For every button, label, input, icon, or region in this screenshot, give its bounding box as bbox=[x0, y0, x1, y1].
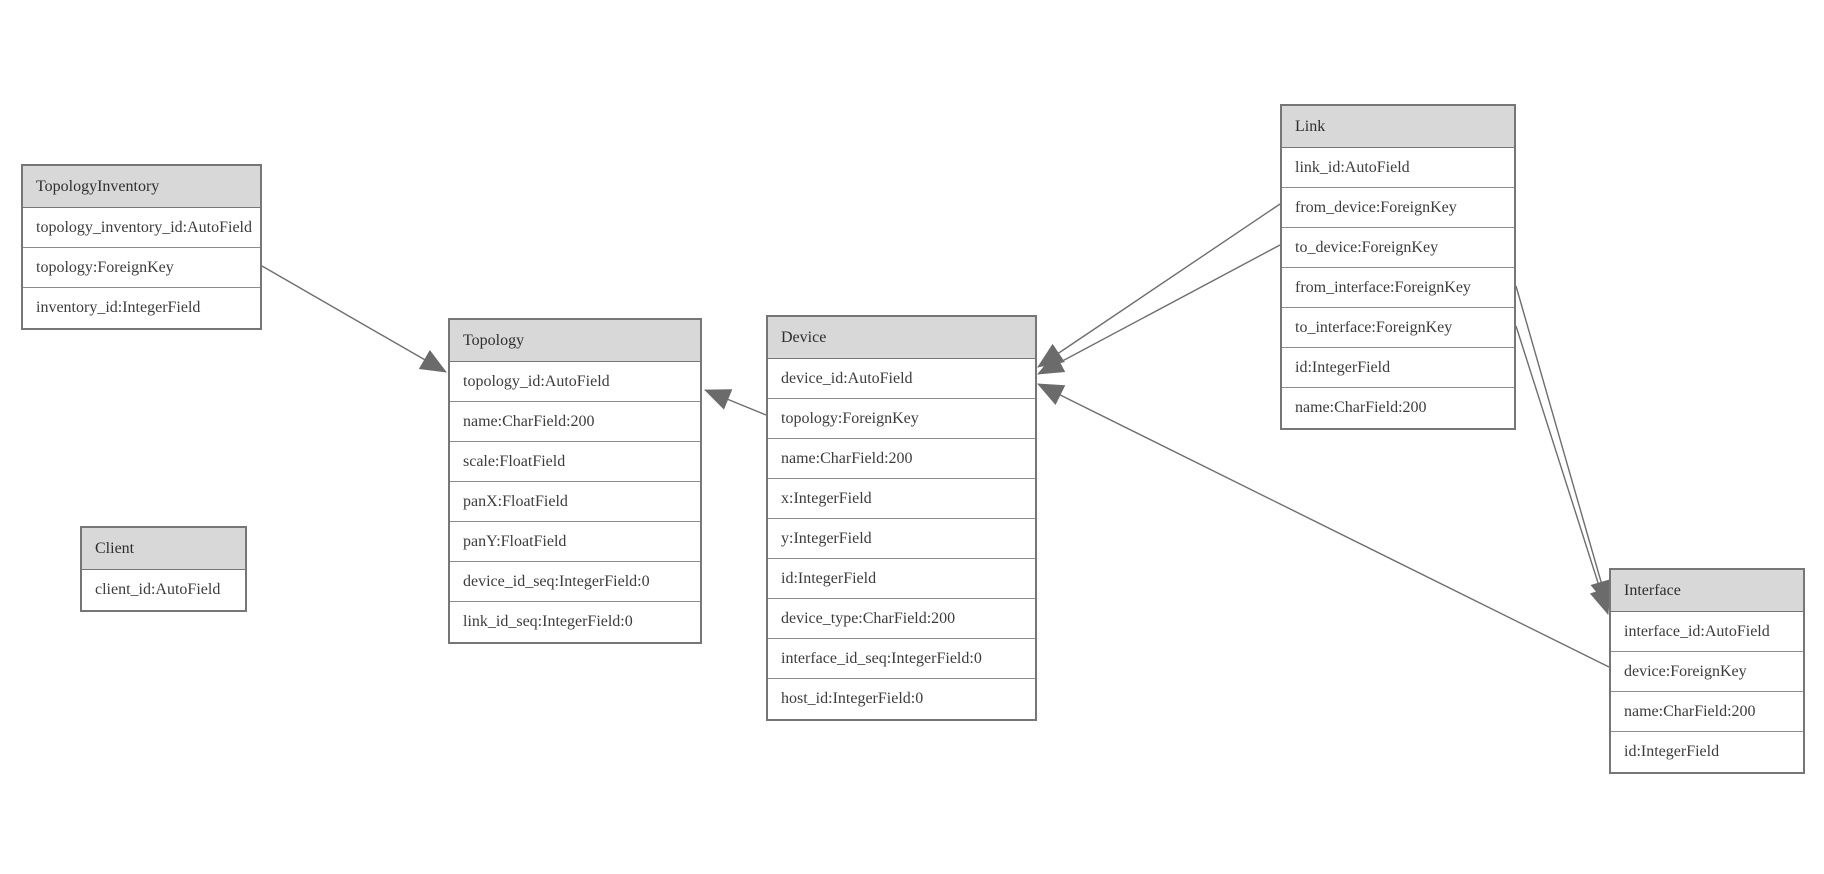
field-row: name:CharField:200 bbox=[1611, 692, 1803, 732]
edge-link-from_interface-to-interface bbox=[1515, 285, 1612, 607]
field-row: id:IntegerField bbox=[768, 559, 1035, 599]
field-row: name:CharField:200 bbox=[768, 439, 1035, 479]
edge-topologyinventory-topology-to-topology bbox=[261, 265, 447, 373]
field-row: to_device:ForeignKey bbox=[1282, 228, 1514, 268]
field-row: id:IntegerField bbox=[1282, 348, 1514, 388]
entity-table-title: Client bbox=[82, 528, 245, 570]
field-row: device_id:AutoField bbox=[768, 359, 1035, 399]
field-row: id:IntegerField bbox=[1611, 732, 1803, 772]
field-row: link_id_seq:IntegerField:0 bbox=[450, 602, 700, 642]
field-row: from_interface:ForeignKey bbox=[1282, 268, 1514, 308]
field-row: interface_id_seq:IntegerField:0 bbox=[768, 639, 1035, 679]
edge-link-from_device-to-device bbox=[1037, 203, 1281, 368]
field-row: scale:FloatField bbox=[450, 442, 700, 482]
field-row: name:CharField:200 bbox=[1282, 388, 1514, 428]
field-row: from_device:ForeignKey bbox=[1282, 188, 1514, 228]
field-row: host_id:IntegerField:0 bbox=[768, 679, 1035, 719]
field-row: topology:ForeignKey bbox=[23, 248, 260, 288]
entity-table-title: Topology bbox=[450, 320, 700, 362]
edge-link-to_interface-to-interface bbox=[1515, 325, 1611, 615]
field-row: device:ForeignKey bbox=[1611, 652, 1803, 692]
edge-device-topology-to-topology bbox=[704, 389, 767, 416]
field-row: inventory_id:IntegerField bbox=[23, 288, 260, 328]
field-row: panX:FloatField bbox=[450, 482, 700, 522]
field-row: client_id:AutoField bbox=[82, 570, 245, 610]
field-row: device_type:CharField:200 bbox=[768, 599, 1035, 639]
field-row: topology_id:AutoField bbox=[450, 362, 700, 402]
field-row: y:IntegerField bbox=[768, 519, 1035, 559]
field-row: name:CharField:200 bbox=[450, 402, 700, 442]
field-row: panY:FloatField bbox=[450, 522, 700, 562]
entity-table-title: Link bbox=[1282, 106, 1514, 148]
entity-table-title: TopologyInventory bbox=[23, 166, 260, 208]
field-row: interface_id:AutoField bbox=[1611, 612, 1803, 652]
edge-link-to_device-to-device bbox=[1037, 244, 1281, 375]
edge-interface-device-to-device bbox=[1037, 383, 1610, 668]
field-row: to_interface:ForeignKey bbox=[1282, 308, 1514, 348]
entity-table-title: Device bbox=[768, 317, 1035, 359]
field-row: link_id:AutoField bbox=[1282, 148, 1514, 188]
field-row: topology:ForeignKey bbox=[768, 399, 1035, 439]
field-row: topology_inventory_id:AutoField bbox=[23, 208, 260, 248]
field-row: x:IntegerField bbox=[768, 479, 1035, 519]
entity-table-title: Interface bbox=[1611, 570, 1803, 612]
field-row: device_id_seq:IntegerField:0 bbox=[450, 562, 700, 602]
